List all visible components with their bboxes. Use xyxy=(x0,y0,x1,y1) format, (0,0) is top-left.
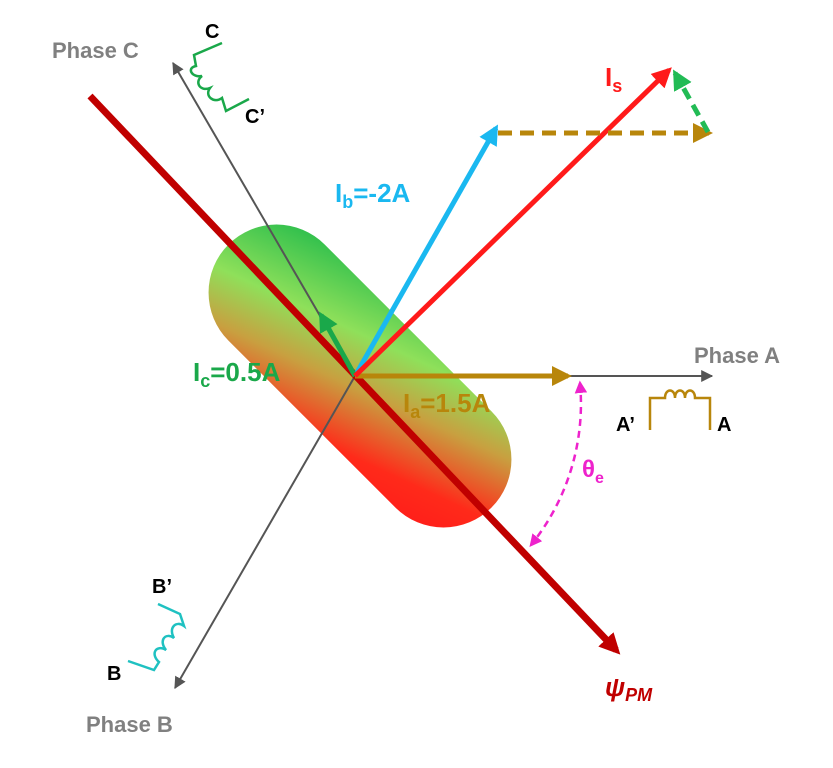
coil-a-icon xyxy=(648,389,712,430)
is-label: Is xyxy=(605,62,622,96)
terminal-b-label: B xyxy=(107,663,121,685)
coil-b-icon xyxy=(127,602,187,672)
theta-angle-arc xyxy=(529,380,588,547)
phase-a-label: Phase A xyxy=(694,343,780,368)
phase-b-axis xyxy=(174,375,356,690)
ic-label: Ic=0.5A xyxy=(193,357,281,391)
ib-arrow xyxy=(352,124,499,378)
coil-c-icon xyxy=(189,41,250,113)
ia-label: Ia=1.5A xyxy=(403,388,491,422)
flux-label: ψPM xyxy=(605,672,653,705)
is-arrow xyxy=(353,67,672,378)
terminal-a-label: A xyxy=(717,414,731,436)
theta-label: θe xyxy=(582,456,604,487)
ic-arrow xyxy=(318,311,358,378)
phase-b-label: Phase B xyxy=(86,712,173,737)
ic-dashed-shift xyxy=(672,69,711,134)
terminal-c-label: C xyxy=(205,21,219,43)
terminal-c-prime-label: C’ xyxy=(245,106,265,128)
phase-c-label: Phase C xyxy=(52,38,139,63)
terminal-a-prime-label: A’ xyxy=(616,414,635,436)
ib-label: Ib=-2A xyxy=(335,178,411,212)
terminal-b-prime-label: B’ xyxy=(152,576,172,598)
